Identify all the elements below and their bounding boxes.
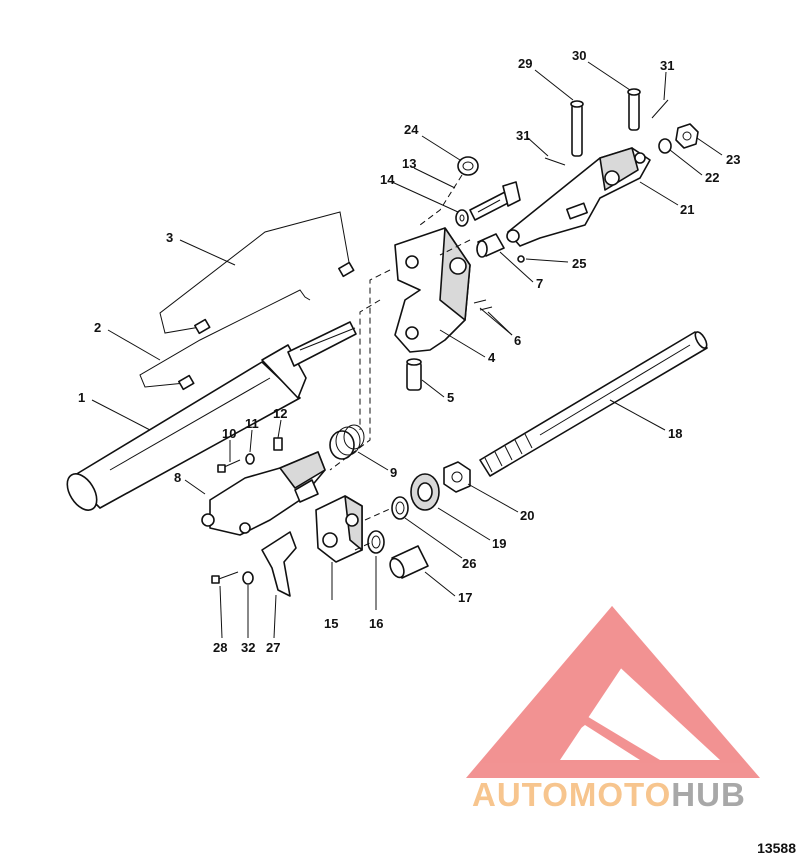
- part-steering-rod-18: [479, 331, 708, 477]
- callout-20: 20: [520, 508, 534, 523]
- part-hydraulic-lines: [139, 211, 355, 391]
- part-cylinder-barrel: [66, 321, 357, 511]
- callout-28: 28: [213, 640, 227, 655]
- callout-17: 17: [458, 590, 472, 605]
- callout-15: 15: [324, 616, 338, 631]
- callout-labels: 1 2 3 4 5 6 7 8 9 10 11 12 13 14 15 16 1…: [78, 48, 740, 655]
- callout-26: 26: [462, 556, 476, 571]
- callout-31a: 31: [660, 58, 674, 73]
- part-washer-24: [457, 156, 479, 176]
- part-seal-19: [410, 473, 440, 511]
- part-bushing-7: [476, 233, 505, 258]
- part-washer-32: [242, 571, 254, 585]
- callout-7: 7: [536, 276, 543, 291]
- part-washer-22: [658, 138, 672, 154]
- part-ring-16: [367, 530, 385, 554]
- callout-2: 2: [94, 320, 101, 335]
- part-screw-10: [217, 459, 241, 473]
- leader-lines: [91, 61, 723, 639]
- part-block-15: [315, 495, 363, 563]
- callout-11: 11: [245, 416, 259, 431]
- callout-19: 19: [492, 536, 506, 551]
- part-pin-5: [406, 358, 422, 391]
- part-pin-29: [570, 100, 584, 157]
- part-washer-14: [455, 209, 469, 227]
- part-cotter-pin-31a: [544, 157, 566, 166]
- part-mounting-bracket: [394, 227, 471, 353]
- part-nut-20: [443, 461, 471, 493]
- callout-14: 14: [380, 172, 395, 187]
- callout-5: 5: [447, 390, 454, 405]
- part-bolt-13: [469, 181, 521, 221]
- watermark-logo: [466, 606, 760, 778]
- callout-4: 4: [488, 350, 496, 365]
- part-washer-26: [391, 496, 409, 520]
- callout-30: 30: [572, 48, 586, 63]
- callout-31b: 31: [516, 128, 530, 143]
- watermark-text: AUTOMOTOHUB: [472, 776, 746, 814]
- callout-13: 13: [402, 156, 416, 171]
- callout-23: 23: [726, 152, 740, 167]
- callout-29: 29: [518, 56, 532, 71]
- callout-16: 16: [369, 616, 383, 631]
- part-tiller-arm-21: [506, 147, 651, 247]
- part-cotter-pin-31b: [651, 99, 669, 119]
- part-pin-30: [627, 88, 641, 131]
- callout-10: 10: [222, 426, 236, 441]
- part-screw-28: [211, 571, 239, 584]
- part-plate-27: [261, 531, 297, 597]
- part-spring-9: [329, 424, 365, 460]
- part-fitting-12: [273, 437, 283, 451]
- part-valve-body-8: [201, 451, 326, 536]
- callout-25: 25: [572, 256, 586, 271]
- callout-24: 24: [404, 122, 419, 137]
- part-washer-11: [245, 453, 255, 465]
- drawing-number: 13588: [757, 840, 796, 856]
- callout-12: 12: [273, 406, 287, 421]
- part-nut-23: [675, 123, 699, 149]
- watermark-text-secondary: HUB: [671, 776, 746, 813]
- assembly-dashed-lines: [329, 174, 471, 551]
- callout-22: 22: [705, 170, 719, 185]
- callout-9: 9: [390, 465, 397, 480]
- callout-18: 18: [668, 426, 682, 441]
- callout-6: 6: [514, 333, 521, 348]
- callout-21: 21: [680, 202, 694, 217]
- part-ball-25: [517, 255, 525, 263]
- callout-32: 32: [241, 640, 255, 655]
- callout-27: 27: [266, 640, 280, 655]
- part-cap-17: [389, 545, 429, 579]
- callout-3: 3: [166, 230, 173, 245]
- part-pins-6: [473, 299, 493, 311]
- callout-1: 1: [78, 390, 85, 405]
- callout-8: 8: [174, 470, 181, 485]
- watermark-text-primary: AUTOMOTO: [472, 776, 672, 813]
